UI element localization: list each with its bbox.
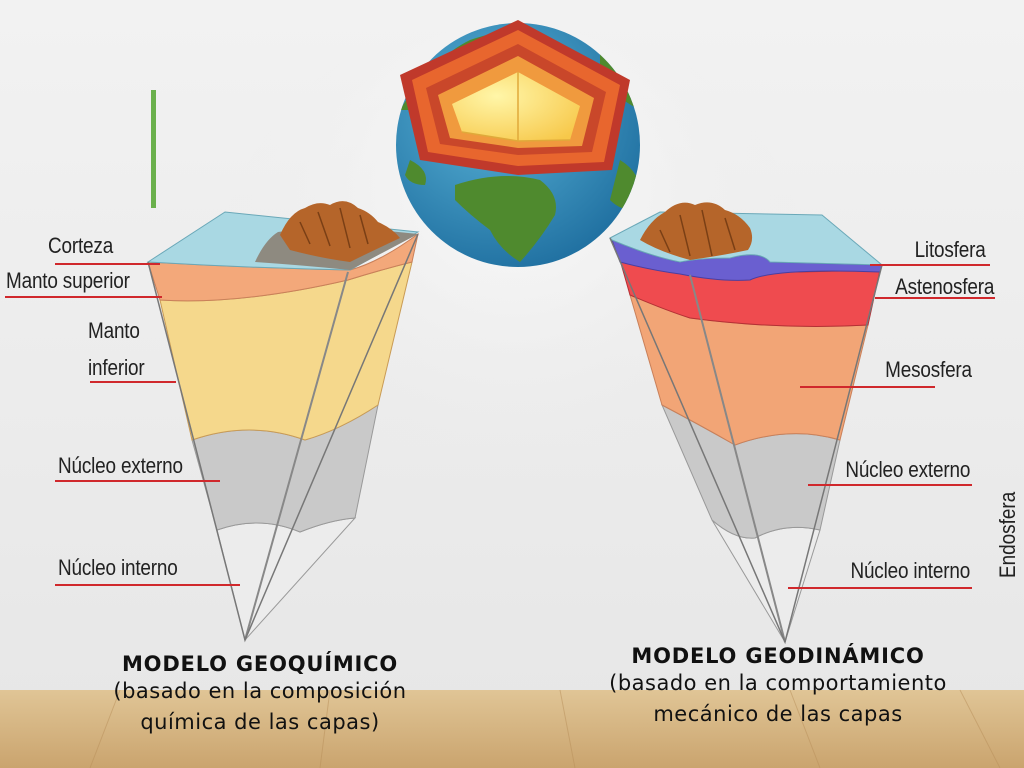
geochemical-wedge [146, 201, 420, 643]
mountains [280, 201, 400, 262]
wedge-edge [244, 271, 349, 641]
wedge-edge [689, 274, 786, 643]
accent-bar [151, 90, 156, 208]
label-nucleo-externo-right: Núcleo externo [845, 457, 970, 482]
geodynamic-wedge [609, 202, 884, 645]
label-endosfera: Endosfera [995, 491, 1020, 578]
label-manto-inferior-line2: inferior [88, 355, 145, 380]
caption-geochemical-line2: química de las capas) [140, 710, 380, 734]
caption-geochemical-title: MODELO GEOQUÍMICO [121, 652, 399, 676]
caption-geodynamic-title: MODELO GEODINÁMICO [631, 644, 925, 668]
label-mesosfera: Mesosfera [885, 357, 972, 382]
mountains [640, 202, 753, 260]
floor-grain [89, 689, 1001, 768]
label-nucleo-interno-right: Núcleo interno [850, 558, 970, 583]
label-corteza: Corteza [48, 233, 114, 258]
leader-lines-right [788, 264, 995, 589]
caption-geochemical-line1: (basado en la composición [113, 679, 407, 703]
earth-globe [396, 20, 640, 267]
label-litosfera: Litosfera [914, 237, 986, 262]
caption-geodynamic-line1: (basado en la comportamiento [609, 671, 947, 695]
label-nucleo-interno-left: Núcleo interno [58, 555, 178, 580]
caption-geodynamic: MODELO GEODINÁMICO (basado en la comport… [568, 644, 988, 730]
leader-lines-left [5, 263, 240, 586]
wooden-floor [0, 690, 1024, 768]
label-manto-superior: Manto superior [6, 268, 130, 293]
label-astenosfera: Astenosfera [894, 274, 994, 299]
label-manto-inferior-line1: Manto [88, 318, 140, 343]
caption-geochemical: MODELO GEOQUÍMICO (basado en la composic… [70, 652, 450, 738]
label-nucleo-externo-left: Núcleo externo [58, 453, 183, 478]
caption-geodynamic-line2: mecánico de las capas [653, 702, 903, 726]
